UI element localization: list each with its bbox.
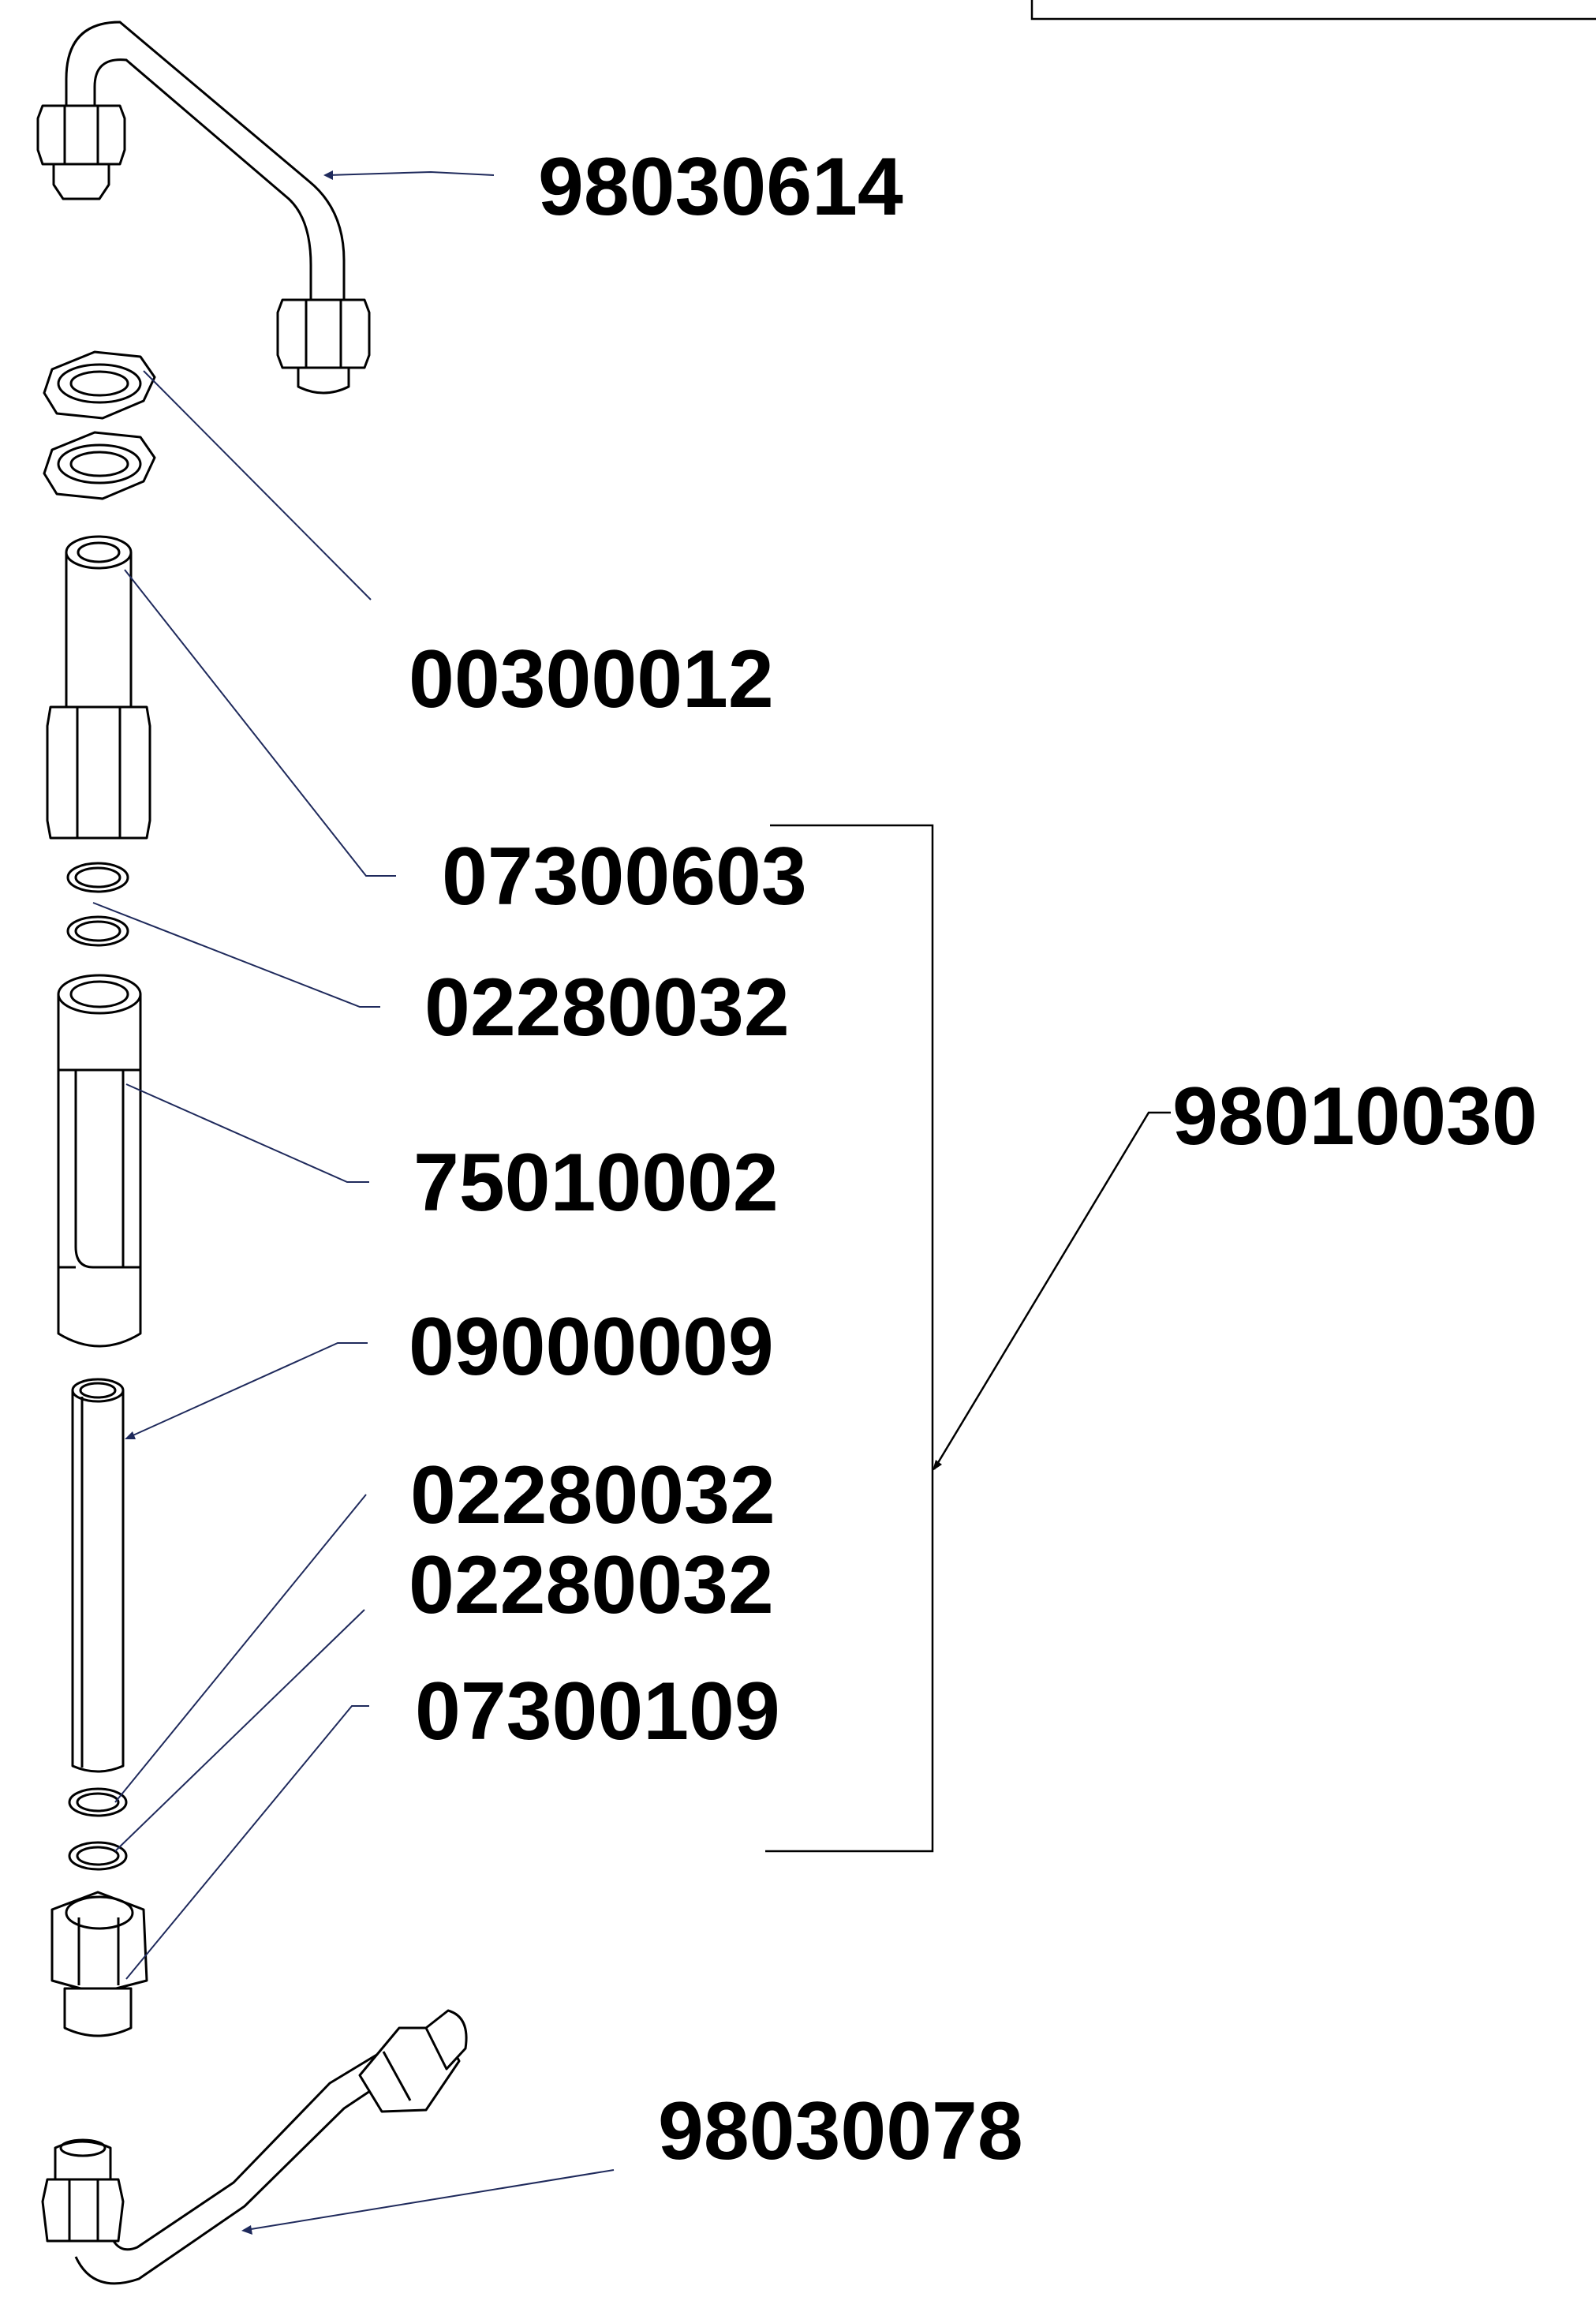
leader-07300603 <box>124 569 396 877</box>
part-spout-pipe <box>36 21 371 395</box>
leader-02280032-upper <box>92 902 380 1008</box>
leader-98030614 <box>327 170 495 176</box>
label-09000009: 09000009 <box>409 1301 774 1393</box>
label-02280032-upper: 02280032 <box>424 962 790 1053</box>
label-75010002: 75010002 <box>413 1137 779 1229</box>
part-lower-orings <box>68 1787 128 1871</box>
leader-07300109 <box>125 1705 369 1980</box>
part-upper-orings <box>66 862 129 947</box>
leader-00300012 <box>143 370 372 600</box>
leader-02280032-lower-2 <box>114 1609 365 1852</box>
part-bottom-pipe <box>41 2009 468 2285</box>
hex-nut-spout-lower <box>276 298 371 369</box>
leader-75010002 <box>125 1083 369 1183</box>
hex-nut-spout-upper <box>36 104 126 166</box>
leader-98010030 <box>933 1111 1171 1470</box>
assembly-bracket <box>765 824 1171 1853</box>
part-labels: 98030614 00300012 07300603 02280032 7501… <box>409 141 1538 2177</box>
label-98030614: 98030614 <box>538 141 903 233</box>
frame-corner <box>1030 0 1596 21</box>
leader-lines <box>92 170 615 2235</box>
label-98010030: 98010030 <box>1172 1071 1538 1162</box>
leader-02280032-lower-1 <box>114 1494 367 1803</box>
label-07300109: 07300109 <box>415 1666 780 1757</box>
part-lower-fitting <box>50 1891 148 2037</box>
label-02280032-lower-1: 02280032 <box>410 1450 776 1541</box>
part-glass-guard <box>57 974 142 1348</box>
label-02280032-lower-2: 02280032 <box>409 1539 774 1631</box>
label-98030078: 98030078 <box>658 2086 1023 2177</box>
leader-98030078 <box>245 2169 615 2231</box>
leader-09000009 <box>127 1342 368 1438</box>
part-sight-glass <box>71 1378 125 1773</box>
label-07300603: 07300603 <box>442 831 807 922</box>
part-hex-nuts <box>43 350 156 500</box>
label-00300012: 00300012 <box>409 634 774 725</box>
part-upper-fitting <box>46 535 151 840</box>
